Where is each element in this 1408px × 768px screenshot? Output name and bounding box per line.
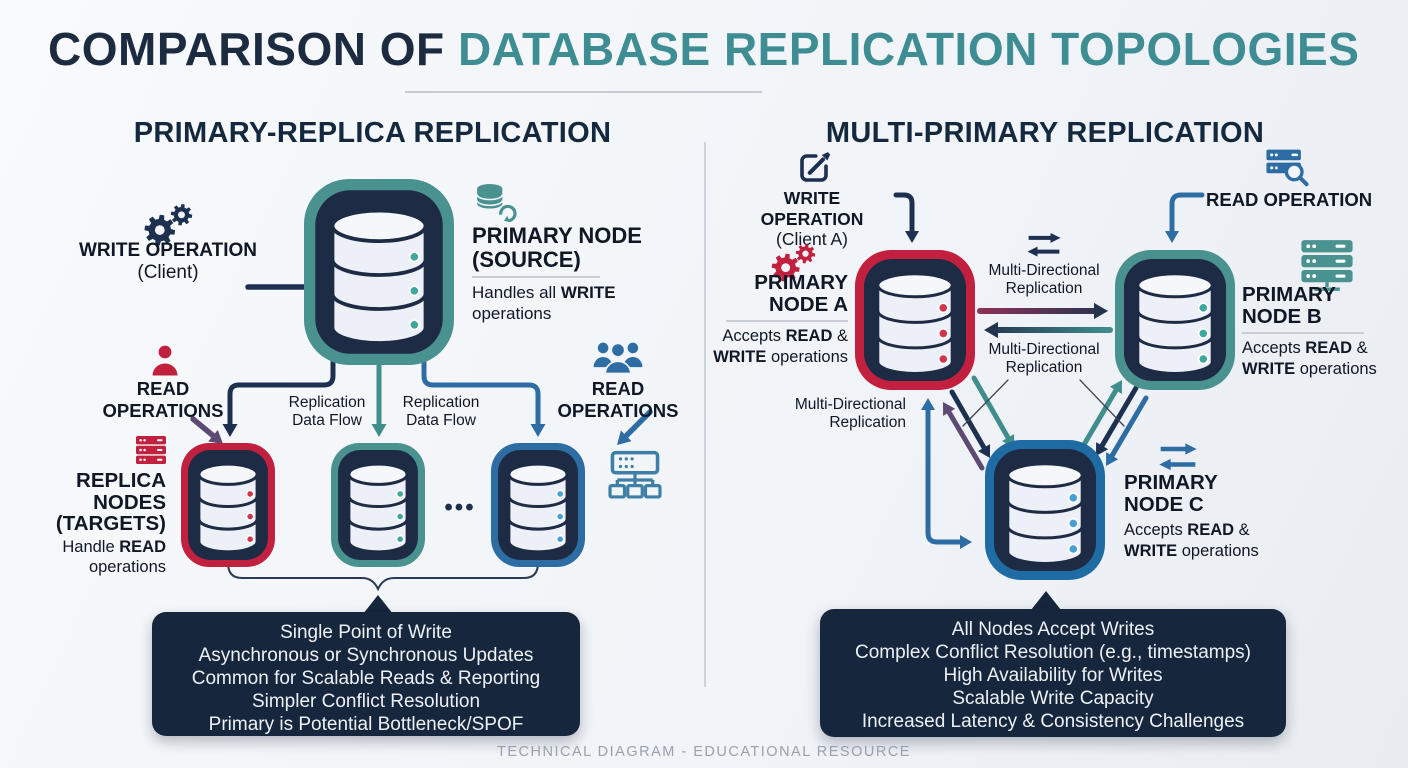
page-title: COMPARISON OF DATABASE REPLICATION TOPOL… — [48, 22, 1359, 76]
text-line: PRIMARY NODE — [472, 223, 642, 248]
text-line: READ — [591, 378, 645, 399]
label-divider — [1242, 332, 1364, 334]
text-line: REPLICA — [76, 469, 166, 492]
text-line: operations — [472, 303, 552, 323]
summary-line: Common for Scalable Reads & Reporting — [191, 668, 541, 689]
text-line: (Client) — [137, 262, 199, 284]
replication-flow-label-1: Replication Data Flow — [262, 394, 392, 429]
primary-node-c-label: PRIMARY NODE C — [1124, 472, 1284, 516]
text-line: Replication — [402, 394, 480, 411]
text-line: (Client A) — [776, 229, 848, 249]
people-icon — [593, 342, 643, 374]
summary-line: Simpler Conflict Resolution — [251, 691, 481, 712]
node-b-accepts-description: Accepts READ & WRITE operations — [1242, 338, 1402, 379]
text-line: OPERATIONS — [557, 399, 679, 421]
primary-node-b-label: PRIMARY NODE B — [1242, 284, 1392, 328]
footer-caption: TECHNICAL DIAGRAM - EDUCATIONAL RESOURCE — [497, 744, 911, 760]
primary-node-description: Handles all WRITE operations — [472, 283, 652, 324]
text-line: WRITE operations — [713, 347, 848, 366]
write-operation-label: WRITE OPERATION (Client) — [68, 240, 268, 285]
summary-box-primary-replica: Single Point of Write Asynchronous or Sy… — [152, 612, 580, 736]
gears-icon-node-a — [771, 243, 816, 282]
server-rack-icon — [136, 436, 166, 464]
summary-line: Complex Conflict Resolution (e.g., times… — [855, 642, 1251, 663]
server-stack-icon — [1301, 240, 1353, 291]
section-header-multi-primary: MULTI-PRIMARY REPLICATION — [825, 117, 1265, 149]
callout-pointer-right — [1031, 591, 1061, 610]
title-prefix: COMPARISON OF — [48, 23, 445, 75]
text-line: PRIMARY — [1124, 471, 1218, 494]
text-line: WRITE operations — [1242, 359, 1377, 378]
text-line: Accepts READ & — [722, 327, 848, 345]
text-line: Replication — [288, 394, 366, 411]
person-icon — [152, 345, 178, 376]
text-line: Accepts READ & — [1242, 339, 1368, 357]
primary-node-label: PRIMARY NODE (SOURCE) — [472, 224, 692, 271]
summary-line: All Nodes Accept Writes — [951, 619, 1155, 640]
text-line: Multi-Directional — [988, 341, 1100, 358]
multi-directional-label-mid: Multi-Directional Replication — [963, 341, 1125, 376]
write-operation-label-multi: WRITE OPERATION (Client A) — [732, 188, 892, 250]
database-sync-icon — [476, 184, 517, 222]
sync-arrows-icon-node-c — [1159, 443, 1197, 471]
summary-line: Primary is Potential Bottleneck/SPOF — [208, 714, 524, 735]
label-divider — [472, 276, 600, 278]
ellipsis-more-replicas: ••• — [444, 494, 476, 521]
text-line: PRIMARY — [1242, 283, 1336, 306]
read-operations-label-right: READ OPERATIONS — [543, 378, 693, 421]
text-line: Replication — [1005, 358, 1083, 376]
read-operation-label-multi: READ OPERATION — [1206, 189, 1373, 210]
text-line: PRIMARY — [754, 271, 848, 294]
text-line: Handle READ — [62, 538, 166, 556]
summary-line: Single Point of Write — [280, 622, 452, 643]
node-a-accepts-description: Accepts READ & WRITE operations — [698, 326, 848, 367]
edit-pencil-icon — [800, 152, 831, 182]
text-line: WRITE OPERATION — [78, 240, 258, 261]
read-operations-label-left: READ OPERATIONS — [88, 378, 238, 421]
text-line: Replication — [1005, 279, 1083, 297]
summary-line: Asynchronous or Synchronous Updates — [198, 645, 534, 666]
summary-box-multi-primary: All Nodes Accept Writes Complex Conflict… — [820, 609, 1286, 737]
text-line: WRITE OPERATION — [760, 188, 864, 229]
text-line: Data Flow — [406, 411, 476, 429]
summary-line: High Availability for Writes — [943, 665, 1163, 686]
title-underline — [405, 91, 762, 93]
callout-pointer-left — [363, 595, 393, 614]
summary-line: Scalable Write Capacity — [952, 688, 1154, 709]
text-line: OPERATIONS — [102, 399, 224, 421]
server-search-icon — [1266, 149, 1309, 187]
gears-icon — [144, 204, 193, 246]
node-c-accepts-description: Accepts READ & WRITE operations — [1124, 520, 1294, 561]
primary-node-a-label: PRIMARY NODE A — [708, 272, 848, 316]
text-line: NODE C — [1124, 493, 1204, 516]
text-line: Replication — [829, 413, 906, 431]
server-tree-icon — [608, 450, 662, 499]
text-line: WRITE operations — [1124, 541, 1259, 560]
text-line: Multi-Directional — [988, 262, 1100, 279]
text-line: operations — [88, 557, 166, 576]
section-header-primary-replica: PRIMARY-REPLICA REPLICATION — [133, 117, 612, 149]
sync-arrows-icon-top — [1027, 232, 1061, 257]
multi-directional-label-top: Multi-Directional Replication — [963, 262, 1125, 297]
replication-flow-label-2: Replication Data Flow — [376, 394, 506, 429]
text-line: (TARGETS) — [55, 512, 166, 535]
replica-nodes-description: Handle READ operations — [0, 538, 166, 577]
label-divider — [726, 320, 848, 322]
title-highlight: DATABASE REPLICATION TOPOLOGIES — [457, 23, 1360, 75]
text-line: Data Flow — [292, 411, 362, 429]
text-line: Handles all WRITE — [472, 283, 616, 302]
text-line: NODE A — [769, 293, 848, 316]
section-divider — [704, 142, 706, 687]
replica-nodes-label: REPLICA NODES (TARGETS) — [0, 470, 166, 535]
text-line: READ — [136, 378, 190, 399]
text-line: Multi-Directional — [794, 396, 906, 413]
multi-directional-label-left: Multi-Directional Replication — [768, 396, 906, 431]
summary-line: Increased Latency & Consistency Challeng… — [861, 711, 1245, 732]
text-line: NODES — [93, 490, 166, 514]
text-line: Accepts READ & — [1124, 521, 1250, 539]
text-line: NODE B — [1242, 305, 1322, 328]
text-line: (SOURCE) — [472, 246, 581, 272]
